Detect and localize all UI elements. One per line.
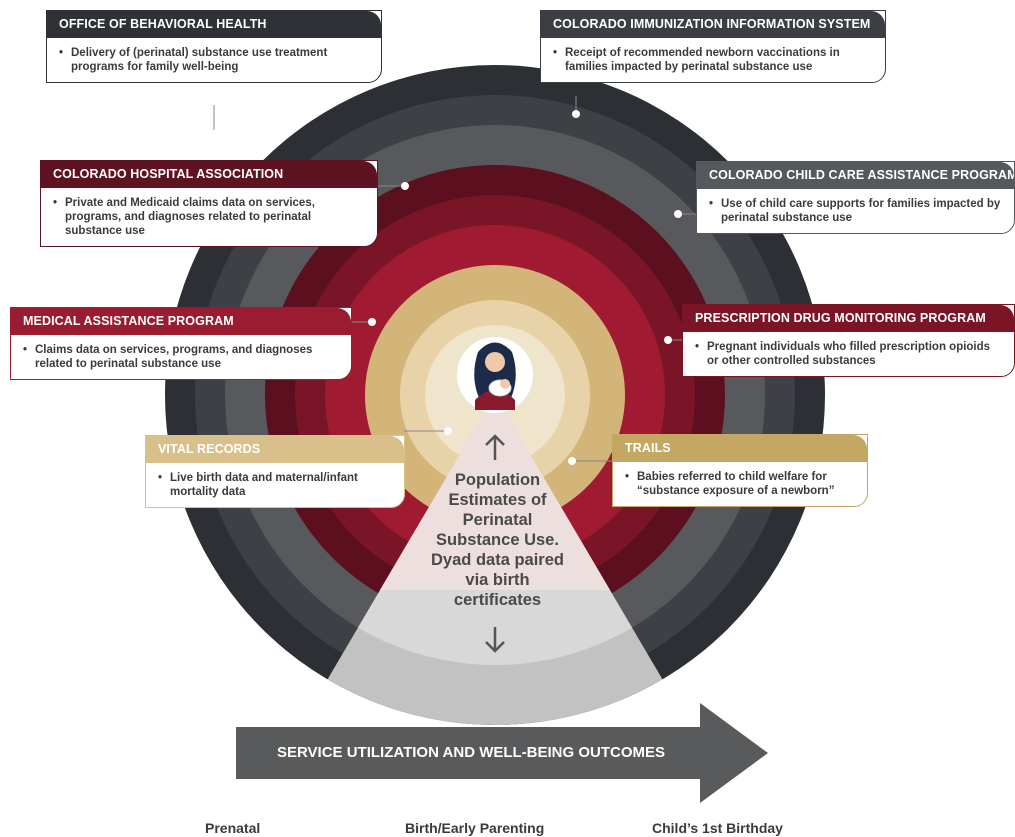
wedge-highlight	[380, 395, 610, 590]
card-bullet-text: Live birth data and maternal/infant mort…	[170, 472, 358, 498]
bullet-icon: •	[53, 197, 58, 209]
connector-dot-vital	[444, 427, 452, 435]
down-arrow-icon	[485, 627, 505, 653]
stage-childs-first-birthday: Child’s 1st Birthday	[652, 820, 783, 836]
card-bullet-text: Claims data on services, programs, and d…	[35, 344, 313, 370]
center-population-estimates: Population Estimates of Perinatal Substa…	[431, 471, 564, 609]
up-arrow-icon	[485, 434, 505, 460]
outcomes-arrow-label: SERVICE UTILIZATION AND WELL-BEING OUTCO…	[276, 744, 666, 761]
card-title: MEDICAL ASSISTANCE PROGRAM	[11, 308, 351, 335]
connector-dot-pdmp	[664, 336, 672, 344]
card-colorado-hospital-association: COLORADO HOSPITAL ASSOCIATION • Private a…	[40, 160, 378, 247]
connector-dot-obh	[210, 130, 218, 138]
card-title: COLORADO HOSPITAL ASSOCIATION	[41, 161, 377, 188]
card-bullet-text: Delivery of (perinatal) substance use tr…	[71, 47, 328, 73]
mother-infant-illustration	[457, 337, 533, 413]
card-title: OFFICE OF BEHAVIORAL HEALTH	[47, 11, 381, 38]
connectors	[213, 96, 696, 462]
card-prescription-drug-monitoring-program: PRESCRIPTION DRUG MONITORING PROGRAM • Pr…	[682, 304, 1015, 377]
card-vital-records: VITAL RECORDS • Live birth data and mater…	[145, 435, 405, 508]
stage-birth-early-parenting: Birth/Early Parenting	[405, 820, 545, 836]
bullet-icon: •	[695, 341, 700, 353]
card-title: TRAILS	[613, 435, 867, 462]
card-bullet-text: Use of child care supports for families …	[721, 198, 1001, 224]
connector-dot-cha	[401, 182, 409, 190]
connector-dot-cccap	[674, 210, 682, 218]
connector-dot-map	[368, 318, 376, 326]
bullet-icon: •	[23, 344, 28, 356]
card-title: COLORADO CHILD CARE ASSISTANCE PROGRAM	[697, 162, 1014, 189]
card-bullet-text: Pregnant individuals who filled prescrip…	[707, 341, 991, 367]
card-trails: TRAILS • Babies referred to child welfare…	[612, 434, 868, 507]
card-colorado-immunization-information-system: COLORADO IMMUNIZATION INFORMATION SYSTEM…	[540, 10, 886, 83]
bullet-icon: •	[553, 47, 558, 59]
card-title: COLORADO IMMUNIZATION INFORMATION SYSTEM	[541, 11, 885, 38]
bullet-icon: •	[709, 198, 714, 210]
card-bullet-text: Babies referred to child welfare for “su…	[637, 471, 835, 497]
bullet-icon: •	[625, 471, 630, 483]
stage-prenatal: Prenatal	[205, 820, 261, 836]
bullet-icon: •	[59, 47, 64, 59]
outcomes-arrow	[236, 703, 768, 803]
bullet-icon: •	[158, 472, 163, 484]
connector-dot-ciis	[572, 110, 580, 118]
card-bullet-text: Receipt of recommended newborn vaccinati…	[565, 47, 840, 73]
card-colorado-child-care-assistance-program: COLORADO CHILD CARE ASSISTANCE PROGRAM •…	[696, 161, 1015, 234]
card-title: VITAL RECORDS	[146, 436, 404, 463]
connector-dot-trails	[568, 457, 576, 465]
card-title: PRESCRIPTION DRUG MONITORING PROGRAM	[683, 305, 1014, 332]
card-bullet-text: Private and Medicaid claims data on serv…	[65, 197, 315, 237]
card-office-behavioral-health: OFFICE OF BEHAVIORAL HEALTH • Delivery of…	[46, 10, 382, 83]
card-medical-assistance-program: MEDICAL ASSISTANCE PROGRAM • Claims data …	[10, 307, 352, 380]
